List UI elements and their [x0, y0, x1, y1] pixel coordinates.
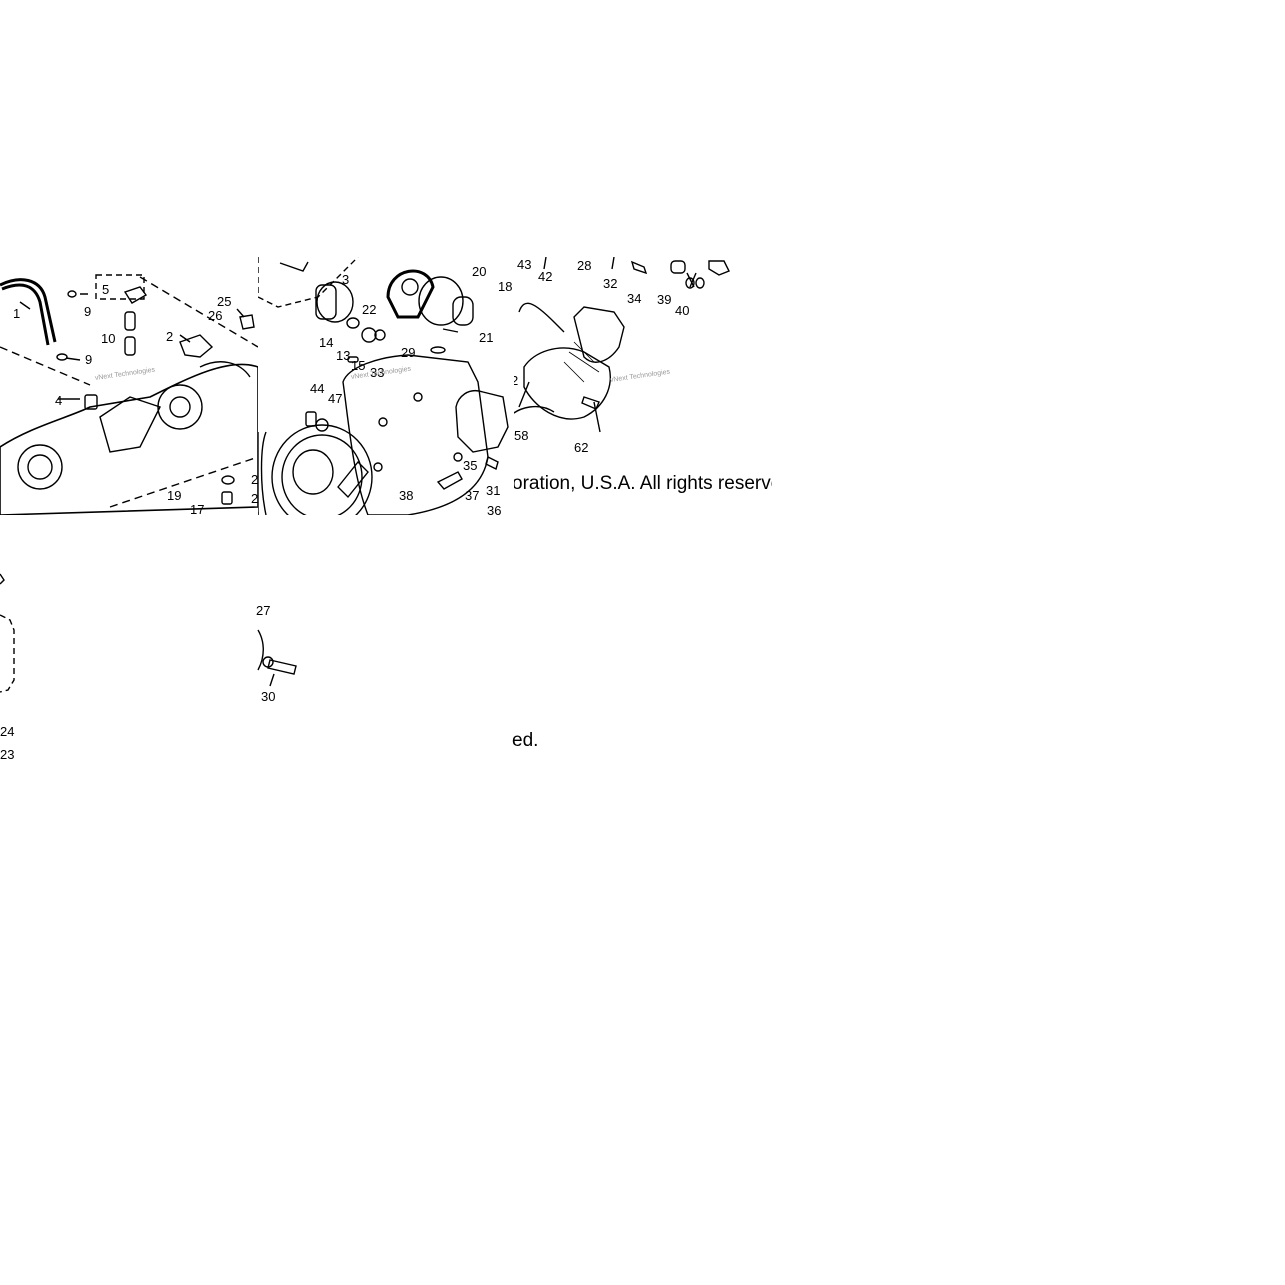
callout-19: 19: [167, 488, 182, 503]
callout-39: 39: [657, 292, 672, 307]
copyright-text-end: ed.: [512, 730, 539, 751]
bracket-drawing: [0, 573, 15, 693]
callout-42: 42: [538, 269, 553, 284]
callout-9: 9: [84, 304, 92, 319]
callout-23: 23: [0, 747, 15, 762]
callout-58: 58: [514, 428, 529, 443]
outer-cover-drawing: [514, 257, 730, 433]
callout-35: 35: [463, 458, 478, 473]
callout-29: 29: [401, 345, 416, 360]
copyright-text: oration, U.S.A. All rights reserve: [514, 473, 772, 494]
callout-14: 14: [319, 335, 334, 350]
callout-9: 9: [85, 352, 93, 367]
callout-33: 33: [370, 365, 385, 380]
callout-62: 62: [574, 440, 589, 455]
callout-40: 40: [675, 303, 690, 318]
callout-2: 2: [166, 329, 174, 344]
cover-drawing: [258, 257, 509, 515]
callout-31: 31: [486, 483, 501, 498]
callout-47: 47: [328, 391, 343, 406]
crankcase-drawing: [0, 274, 258, 515]
callout-26: 26: [208, 308, 223, 323]
callout-2: 2: [251, 491, 258, 506]
callout-18: 18: [498, 279, 513, 294]
callout-13: 13: [336, 348, 351, 363]
callout-2: 2: [514, 373, 519, 388]
diagram-tile-middle: 3 22 20 18 21 14 13 15 29 33 44 47 35 38…: [258, 257, 514, 515]
callout-43: 43: [517, 257, 532, 272]
callout-38: 38: [399, 488, 414, 503]
callout-22: 22: [362, 302, 377, 317]
callout-28: 28: [577, 258, 592, 273]
callout-10: 10: [101, 331, 116, 346]
callout-36: 36: [487, 503, 502, 515]
callout-20: 20: [472, 264, 487, 279]
callout-44: 44: [310, 381, 325, 396]
callout-25: 25: [217, 294, 232, 309]
callout-17: 17: [190, 502, 205, 515]
diagram-tile-lower-left: 24 23: [0, 570, 40, 770]
callout-32: 32: [603, 276, 618, 291]
callout-4: 4: [55, 393, 63, 408]
callout-24: 24: [0, 724, 15, 739]
callout-21: 21: [479, 330, 494, 345]
callout-1: 1: [13, 306, 21, 321]
callout-30: 30: [261, 689, 276, 704]
callout-37: 37: [465, 488, 480, 503]
callout-2: 2: [251, 472, 258, 487]
diagram-tile-lower-middle: 27 30: [256, 600, 316, 710]
callout-5: 5: [102, 282, 110, 297]
callout-3: 3: [342, 272, 350, 287]
callout-15: 15: [351, 358, 366, 373]
diagram-tile-right: 43 42 28 32 34 39 40 2 58 62 vNext Techn…: [514, 257, 772, 515]
bolt-drawing: [257, 629, 297, 687]
callout-27: 27: [256, 603, 271, 618]
callout-34: 34: [627, 291, 642, 306]
diagram-tile-left: 1 5 9 9 10 4 2 25 26 19 17 2 2 vNext Tec…: [0, 257, 258, 515]
